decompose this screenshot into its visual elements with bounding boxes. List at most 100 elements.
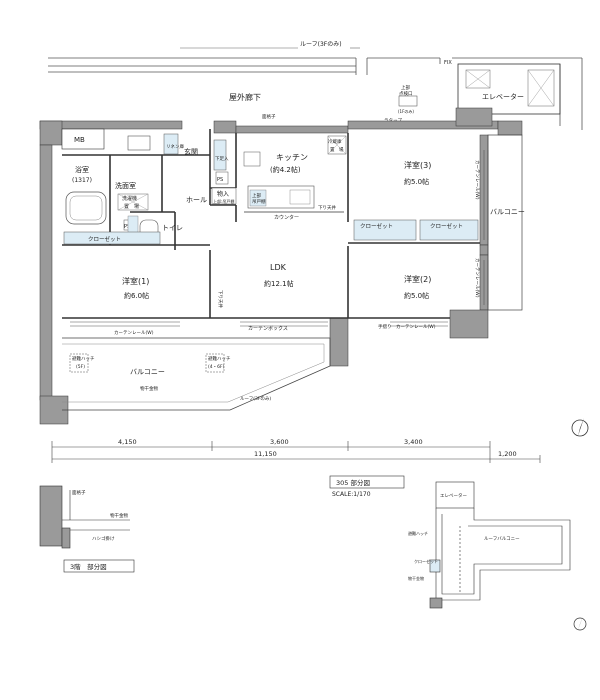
window-grille-label: 面格子 bbox=[262, 113, 276, 120]
curtain-rail-v2: カーテンレール(W) bbox=[474, 258, 480, 298]
exterior-walls bbox=[39, 107, 523, 425]
curtain-rail-v1: カーテンレール(W) bbox=[474, 160, 480, 200]
bath-size-label: (1317) bbox=[72, 177, 92, 184]
partial-scale-label: SCALE:1/170 bbox=[332, 491, 371, 498]
roof-label: ルーフ(3Fのみ) bbox=[300, 41, 342, 48]
balcony-east-label: バルコニー bbox=[490, 208, 525, 216]
bathtub bbox=[65, 191, 107, 225]
interior-walls bbox=[62, 129, 480, 319]
bath-label: 浴室 bbox=[75, 165, 89, 174]
inspection-hatch bbox=[398, 95, 418, 107]
kitchen-size-label: (約4.2帖) bbox=[270, 165, 301, 174]
ps2-label: PS bbox=[124, 224, 130, 230]
west3-size-label: 約5.0帖 bbox=[404, 177, 429, 186]
curtain-rail-2: カーテンレール(W) bbox=[396, 324, 436, 330]
ldk-size-label: 約12.1帖 bbox=[264, 279, 294, 288]
outdoor-corridor-label: 屋外廊下 bbox=[229, 92, 261, 102]
ps-label: PS bbox=[217, 177, 223, 183]
linen-closet bbox=[163, 133, 179, 155]
hall-label: ホール bbox=[186, 196, 207, 204]
partial-bars-label: ハシゴ掛け bbox=[92, 535, 115, 542]
mb-label: MB bbox=[74, 136, 85, 144]
balcony-east bbox=[487, 134, 523, 311]
ground-metal-label: 物干金物 bbox=[140, 385, 158, 392]
handrail-label: 手摺り bbox=[378, 323, 392, 330]
kitchen-label: キッチン bbox=[276, 153, 308, 162]
toilet-label: トイレ bbox=[162, 224, 183, 232]
entrance-label: 玄関 bbox=[184, 147, 198, 156]
storage-sub-label: 上部:吊戸棚 bbox=[213, 198, 234, 204]
linen-label: リネン庫 bbox=[166, 143, 184, 150]
west2-size-label: 約5.0帖 bbox=[404, 291, 429, 300]
elevator-block bbox=[457, 63, 561, 115]
west2-label: 洋室(2) bbox=[404, 274, 431, 284]
evac-hatch-label-1: 避難ハッチ bbox=[72, 355, 95, 362]
partial-evac-label: 避難ハッチ bbox=[408, 530, 428, 536]
kitchen-counter bbox=[247, 185, 315, 209]
fix-label: FIX bbox=[444, 60, 452, 66]
west3-label: 洋室(3) bbox=[404, 160, 431, 170]
third-floor-tag bbox=[63, 559, 135, 573]
fridge-label-2: 置 場 bbox=[330, 146, 344, 153]
evac-hatch-2 bbox=[205, 353, 225, 373]
closet-label-b: クローゼット bbox=[360, 222, 393, 230]
roof-outline bbox=[48, 57, 583, 130]
north-arrow-icon-small bbox=[573, 616, 587, 631]
fridge-label-1: 冷蔵庫 bbox=[328, 138, 342, 145]
stove bbox=[243, 151, 261, 167]
closet-label: クローゼット bbox=[88, 235, 121, 243]
storage-label: 物入 bbox=[217, 190, 229, 198]
ceiling-label-2: 下り天井 bbox=[217, 290, 224, 308]
west1-label: 洋室(1) bbox=[122, 276, 149, 286]
partial-elevator-label: エレベーター bbox=[440, 492, 467, 499]
closet-west2 bbox=[353, 219, 417, 241]
closet-west3 bbox=[419, 219, 479, 241]
dimension-lines bbox=[51, 441, 541, 463]
trap-label: ラタップ bbox=[384, 117, 402, 124]
partial-mesh-label: 面格子 bbox=[72, 489, 86, 496]
inspection-label-3: (1Fのみ) bbox=[398, 108, 414, 114]
dim-2: 3,600 bbox=[270, 438, 289, 446]
third-floor-label: 3階 部分図 bbox=[70, 562, 107, 571]
washroom-label: 洗面室 bbox=[115, 181, 136, 190]
roof-bottom-label: ルーフ(3Fのみ) bbox=[240, 396, 271, 402]
balcony-south-label: バルコニー bbox=[130, 368, 165, 376]
sink bbox=[127, 135, 151, 151]
evac-hatch-floor-1: (5F) bbox=[76, 364, 85, 370]
ldk-label: LDK bbox=[270, 263, 287, 272]
mailbox-area bbox=[61, 128, 105, 150]
partial-metal-label-2: 物干金物 bbox=[408, 575, 424, 581]
ps-box bbox=[215, 171, 229, 185]
closet-label-c: クローゼット bbox=[430, 222, 463, 230]
dim-1: 4,150 bbox=[118, 438, 137, 446]
washer-label-2: 置 場 bbox=[124, 203, 139, 210]
partial-metal-label: 物干金物 bbox=[110, 512, 128, 519]
inspection-label-2: 点検口 bbox=[399, 90, 413, 97]
curtain-rail-1: カーテンレール(W) bbox=[114, 330, 154, 336]
washer-label-1: 洗濯機 bbox=[122, 195, 137, 202]
partial-305-label: 305 部分図 bbox=[336, 478, 370, 487]
west1-size-label: 約6.0帖 bbox=[124, 291, 149, 300]
evac-hatch-1 bbox=[69, 353, 89, 373]
shoe-box-label: 下足入 bbox=[215, 156, 229, 162]
partial-closet-label: クローゼット bbox=[414, 558, 438, 564]
inspection-label-1: 上部 bbox=[401, 84, 410, 91]
counter-label: カウンター bbox=[274, 214, 299, 221]
fridge-space bbox=[327, 135, 347, 155]
partial-305-plan bbox=[429, 481, 571, 609]
evac-hatch-label-2: 避難ハッチ bbox=[208, 355, 231, 362]
third-floor-partial bbox=[39, 485, 130, 549]
partial-roof-balcony-label: ルーフバルコニー bbox=[484, 536, 520, 542]
storage bbox=[211, 187, 237, 205]
ceiling-label: 下り天井 bbox=[318, 204, 336, 211]
dim-extra: 1,200 bbox=[498, 450, 517, 458]
elevator-label: エレベーター bbox=[482, 92, 524, 101]
curtain-box-label: カーテンボックス bbox=[248, 325, 288, 332]
dim-3: 3,400 bbox=[404, 438, 423, 446]
partial-305-tag bbox=[329, 475, 405, 489]
evac-hatch-floor-2: (4・6F) bbox=[208, 364, 225, 370]
north-arrow-icon bbox=[571, 418, 589, 437]
shoe-box bbox=[213, 139, 227, 171]
upper-cabinet-2: 吊戸棚 bbox=[252, 198, 266, 205]
